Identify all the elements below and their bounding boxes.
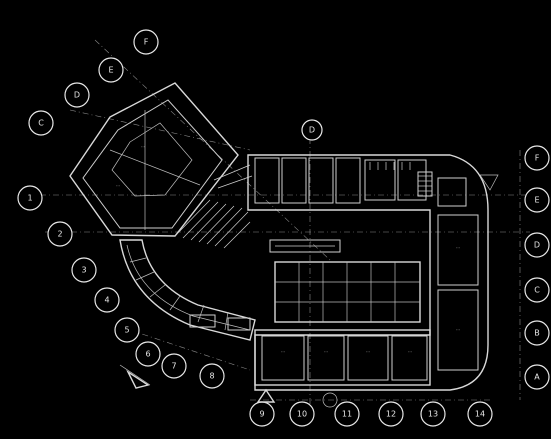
svg-text:A: A bbox=[534, 373, 540, 382]
grid-bubble: 11 bbox=[334, 401, 360, 427]
svg-text:13: 13 bbox=[428, 410, 438, 419]
main-block: ··· ··· ··· ··· ··· bbox=[247, 154, 499, 391]
grid-bubble: C bbox=[28, 110, 54, 136]
grid-bubble: 4 bbox=[94, 287, 120, 313]
svg-text:8: 8 bbox=[209, 372, 214, 381]
curved-wing bbox=[119, 239, 256, 341]
grid-bubble: 9 bbox=[249, 401, 275, 427]
grid-bubble: 6 bbox=[135, 341, 161, 367]
svg-text:10: 10 bbox=[297, 410, 307, 419]
svg-text:4: 4 bbox=[104, 296, 109, 305]
svg-text:14: 14 bbox=[475, 410, 485, 419]
svg-text:···: ··· bbox=[366, 350, 370, 355]
svg-text:···: ··· bbox=[281, 350, 285, 355]
grid-bubble: B bbox=[524, 320, 550, 346]
svg-text:···: ··· bbox=[116, 184, 120, 189]
svg-text:E: E bbox=[108, 66, 113, 75]
grid-bubble: C bbox=[524, 277, 550, 303]
grid-bubble: 14 bbox=[467, 401, 493, 427]
svg-text:11: 11 bbox=[342, 410, 352, 419]
svg-text:6: 6 bbox=[145, 350, 150, 359]
stair-hatch bbox=[174, 164, 253, 249]
grid-bubble: F bbox=[524, 145, 550, 171]
grid-bubble: A bbox=[524, 364, 550, 390]
svg-text:D: D bbox=[309, 126, 315, 135]
grid-bubble: 13 bbox=[420, 401, 446, 427]
tilted-wing: ··· ··· bbox=[69, 82, 239, 237]
grid-bubbles-bottom: 9 10 11 12 13 14 bbox=[249, 401, 493, 427]
svg-text:C: C bbox=[38, 119, 44, 128]
svg-text:D: D bbox=[74, 91, 80, 100]
grid-bubble: E bbox=[524, 187, 550, 213]
grid-bubble: 12 bbox=[378, 401, 404, 427]
grid-bubble: E bbox=[98, 57, 124, 83]
grid-bubbles-upper-left: F E D C bbox=[28, 29, 159, 136]
grid-bubble: 1 bbox=[17, 185, 43, 211]
svg-text:···: ··· bbox=[141, 145, 145, 150]
grid-bubble: 2 bbox=[47, 221, 73, 247]
svg-text:7: 7 bbox=[171, 362, 176, 371]
svg-text:D: D bbox=[534, 241, 540, 250]
svg-text:E: E bbox=[534, 196, 539, 205]
grid-bubble: 5 bbox=[114, 317, 140, 343]
grid-bubble: 3 bbox=[71, 257, 97, 283]
top-grid-marker: D bbox=[301, 119, 323, 141]
svg-text:2: 2 bbox=[57, 230, 62, 239]
grid-bubble: 10 bbox=[289, 401, 315, 427]
grid-bubble: 7 bbox=[161, 353, 187, 379]
svg-text:···: ··· bbox=[324, 350, 328, 355]
svg-text:···: ··· bbox=[456, 246, 460, 251]
svg-text:12: 12 bbox=[386, 410, 396, 419]
grid-bubble: F bbox=[133, 29, 159, 55]
grid-bubbles-right: F E D C B A bbox=[524, 145, 550, 390]
svg-text:F: F bbox=[144, 38, 149, 47]
grid-bubble: D bbox=[524, 232, 550, 258]
svg-text:5: 5 bbox=[124, 326, 129, 335]
svg-text:9: 9 bbox=[259, 410, 264, 419]
section-mark-icon bbox=[256, 388, 338, 408]
svg-text:3: 3 bbox=[81, 266, 86, 275]
svg-text:1: 1 bbox=[27, 194, 32, 203]
svg-text:···: ··· bbox=[408, 350, 412, 355]
svg-text:F: F bbox=[535, 154, 540, 163]
grid-bubbles-left: 1 2 3 4 5 6 7 8 bbox=[17, 185, 225, 389]
svg-text:B: B bbox=[534, 329, 540, 338]
grid-bubble: 8 bbox=[199, 363, 225, 389]
svg-text:···: ··· bbox=[456, 328, 460, 333]
grid-bubble: D bbox=[64, 82, 90, 108]
grid-lines bbox=[40, 39, 530, 410]
north-arrow-icon bbox=[119, 364, 151, 389]
svg-text:C: C bbox=[534, 286, 540, 295]
